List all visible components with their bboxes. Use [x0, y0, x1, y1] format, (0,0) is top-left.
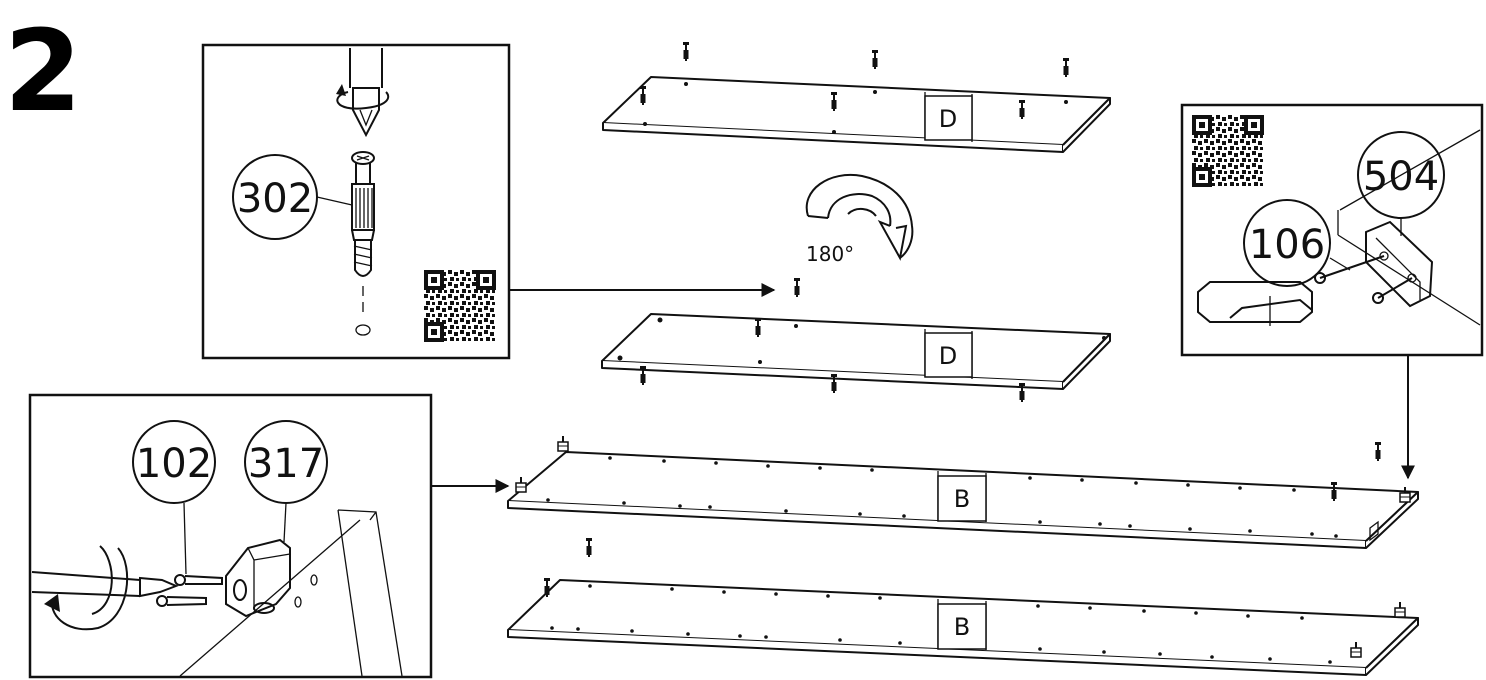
panel-b-bottom-label: B [954, 613, 970, 641]
rotate-180-icon: 180° [805, 173, 914, 266]
callout-504: 504 [1357, 131, 1445, 236]
callout-504-label: 504 [1363, 154, 1439, 200]
cabinet-side-icon [179, 509, 403, 677]
connector-bracket-icon [1314, 220, 1434, 308]
panel-d-bottom-label: D [939, 342, 957, 370]
callout-106-label: 106 [1249, 222, 1325, 268]
panel-b-top-label: B [954, 485, 970, 513]
callout-102: 102 [132, 420, 216, 575]
pin-icon [793, 277, 801, 298]
rotate-arrow-icon-2 [44, 545, 129, 631]
callout-106: 106 [1243, 199, 1351, 287]
plug-cover-icon [1197, 281, 1313, 326]
screwdriver-icon-2 [31, 571, 179, 598]
callout-302-label: 302 [237, 176, 313, 222]
panel-d-top: D [602, 41, 1111, 153]
screwdriver-icon [349, 48, 383, 138]
step-number: 2 [4, 7, 82, 137]
corner-bracket-icon [225, 538, 318, 618]
callout-102-label: 102 [136, 441, 212, 487]
callout-317: 317 [244, 420, 328, 543]
screw-icon [156, 574, 223, 607]
panel-b-top: B [507, 435, 1419, 549]
detail-box-cam-dowel: 302 [201, 43, 511, 360]
rotate-arrow-icon [336, 84, 390, 110]
cam-dowel-icon [351, 151, 375, 336]
qr-code-icon-right[interactable] [1192, 115, 1264, 187]
panel-b-bottom: B [507, 537, 1419, 676]
rotation-label: 180° [806, 242, 854, 266]
callout-317-label: 317 [248, 441, 324, 487]
detail-box-connector: 504 106 [1180, 103, 1484, 357]
callout-302: 302 [232, 154, 353, 240]
qr-code-icon[interactable] [424, 270, 496, 342]
panel-d-top-label: D [939, 105, 957, 133]
panel-d-bottom: D [601, 313, 1111, 403]
detail-box-bracket: 102 317 [28, 393, 433, 679]
